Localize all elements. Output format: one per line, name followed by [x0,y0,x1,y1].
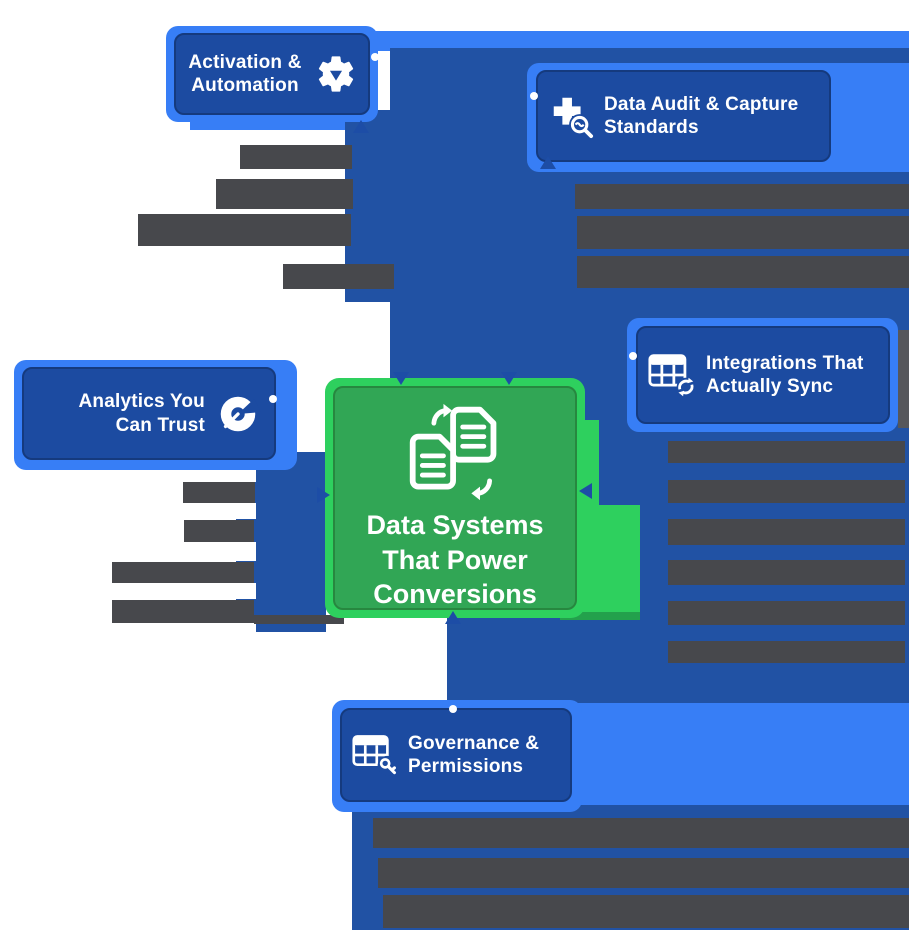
node-label: Activation & Automation [188,51,302,96]
redacted-text-bar-audit-branch [575,184,909,209]
plus-magnifier-icon [548,93,594,139]
redacted-text-bar-analytics-branch [112,600,254,623]
center-node-data-systems: Data Systems That Power Conversions [325,378,585,618]
gear-icon [314,52,358,96]
center-green-extension-edge [560,612,640,620]
table-sync-icon [648,353,696,397]
redacted-text-bar-audit-branch [577,256,909,288]
redacted-text-bar-integrations-branch [668,601,905,625]
redacted-text-bar-governance-branch [383,895,909,928]
center-green-extension [577,505,640,613]
pie-chart-icon [215,391,261,437]
node-activation-automation: Activation & Automation [166,26,378,122]
redacted-text-bar-analytics-branch [183,482,255,503]
connector-top-band [310,31,909,51]
anchor-dot-analytics [269,395,277,403]
redacted-text-bar-activation-branch [240,145,352,169]
node-label: Data Audit & Capture Standards [604,93,799,138]
anchor-dot-governance [449,705,457,713]
arrowhead-into-center-left [317,487,330,503]
node-governance: Governance & Permissions [332,700,582,812]
redacted-text-bar-integrations-branch [668,480,905,503]
redacted-text-bar-audit-branch [577,216,909,249]
connector-analytics-band [256,452,326,632]
sync-documents-icon [397,402,513,502]
redacted-text-bar-governance-branch [373,818,909,848]
arrowhead-into-center-right [579,483,592,499]
redacted-text-bar-analytics-branch [254,615,344,624]
node-analytics: Analytics You Can Trust [14,360,297,470]
arrowhead-into-center-top-left [393,372,409,385]
arrowhead-into-center-bottom [445,611,461,624]
anchor-dot-audit [530,92,538,100]
integrations-node-shadow [898,330,909,428]
arrowhead-into-audit [540,156,556,169]
redacted-text-bar-integrations-branch [668,441,905,463]
table-key-icon [352,733,398,777]
arrowhead-into-center-top-right [501,372,517,385]
redacted-text-bar-activation-branch [283,264,394,289]
anchor-dot-integrations [629,352,637,360]
redacted-text-bar-activation-branch [216,179,353,209]
node-integrations: Integrations That Actually Sync [627,318,898,432]
redacted-text-bar-integrations-branch [668,560,905,585]
redacted-text-bar-activation-branch [138,214,351,246]
connector-governance-column [447,610,575,712]
redacted-text-bar-governance-branch [378,858,909,888]
redacted-text-bar-integrations-branch [668,519,905,545]
redacted-text-bar-integrations-branch [668,641,905,663]
arrowhead-into-activation [353,120,369,133]
redacted-text-bar-analytics-branch [184,520,254,542]
node-label: Integrations That Actually Sync [706,352,864,397]
connector-bottom-right-band [565,703,909,807]
node-data-audit: Data Audit & Capture Standards [527,63,909,172]
node-label: Analytics You Can Trust [78,391,205,436]
redacted-text-bar-analytics-branch [112,562,254,583]
anchor-dot-activation [371,53,379,61]
node-label: Governance & Permissions [408,732,540,777]
center-node-title: Data Systems That Power Conversions [366,510,544,610]
